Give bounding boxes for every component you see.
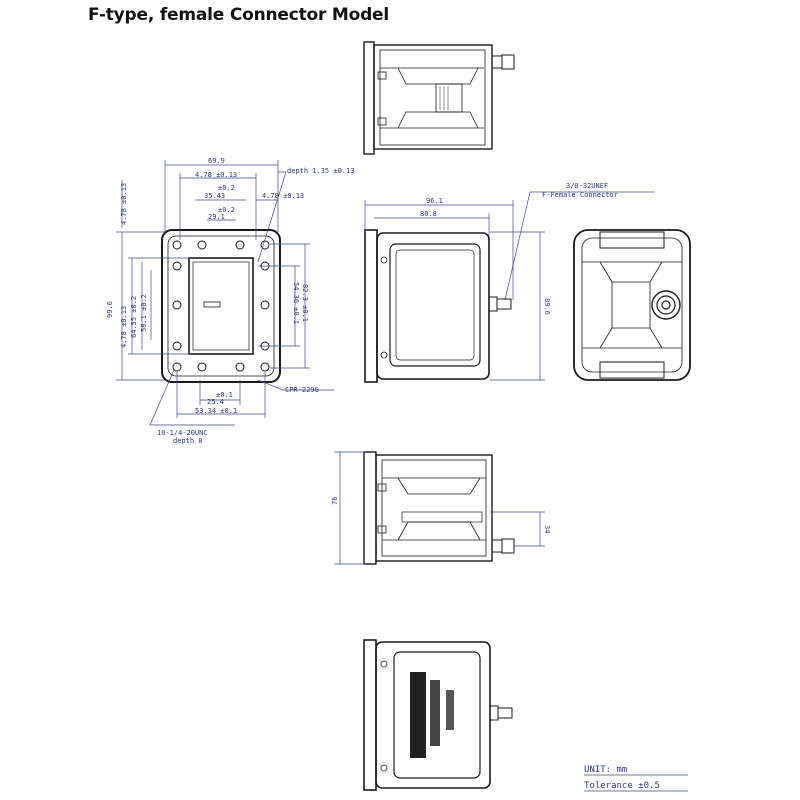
dim-76: 76 <box>331 497 339 505</box>
dim-flange: CPR-229G <box>285 386 319 394</box>
page-title: F-type, female Connector Model <box>88 5 390 25</box>
dim-29-1: 29.1 <box>208 213 225 221</box>
dim-80-8: 80.8 <box>420 210 437 218</box>
dim-tol-a: ±0.2 <box>218 184 235 192</box>
dim-tol-01: ±0.1 <box>216 391 233 399</box>
dim-64-55: 64.55 ±0.2 <box>130 296 138 338</box>
dim-depth-top: depth 1.35 ±0.13 <box>287 167 354 175</box>
dim-4-78-b: 4.78 ±0.13 <box>120 306 128 348</box>
dim-89-6: 89.6 <box>543 298 551 315</box>
rear-view <box>573 229 691 381</box>
dim-69-9: 69.9 <box>208 157 225 165</box>
dim-offset-right: 4.78 ±0.13 <box>262 192 304 200</box>
tolerance-note: Tolerance ±0.5 <box>584 781 660 791</box>
dim-34: 34 <box>543 525 551 533</box>
dim-tol-b: ±0.2 <box>218 206 235 214</box>
dim-thread: 10-1/4-20UNC <box>157 429 208 437</box>
dim-offset-top: 4.78 ±0.13 <box>195 171 237 179</box>
front-view <box>116 160 334 426</box>
bottom-view <box>334 451 545 565</box>
dimension-labels: 69.9 4.78 ±0.13 depth 1.35 ±0.13 ±0.2 35… <box>106 157 618 533</box>
dim-left-vertical: 4.78 ±0.13 <box>120 183 128 225</box>
dim-54-36: 54.36 ±0.1 <box>292 282 300 324</box>
label-view <box>363 639 513 791</box>
notes: UNIT: mm Tolerance ±0.5 <box>584 765 688 792</box>
dim-connector-spec: 3/8-32UNEF <box>566 182 608 190</box>
dim-53-34: 53.34 ±0.1 <box>195 407 237 415</box>
dim-96-1: 96.1 <box>426 197 443 205</box>
dim-25-4: 25.4 <box>207 398 224 406</box>
dim-58-1: 58.1 ±0.2 <box>140 294 148 332</box>
dim-99-6: 99.6 <box>106 301 114 318</box>
side-view <box>364 191 655 383</box>
dim-82-3: 82.3 ±0.1 <box>301 284 309 322</box>
top-view <box>363 41 515 155</box>
unit-note: UNIT: mm <box>584 765 627 775</box>
dim-thread-depth: depth 8 <box>173 437 203 445</box>
dim-connector-label: F-Female Connector <box>542 191 618 199</box>
dim-35-43: 35.43 <box>204 192 225 200</box>
